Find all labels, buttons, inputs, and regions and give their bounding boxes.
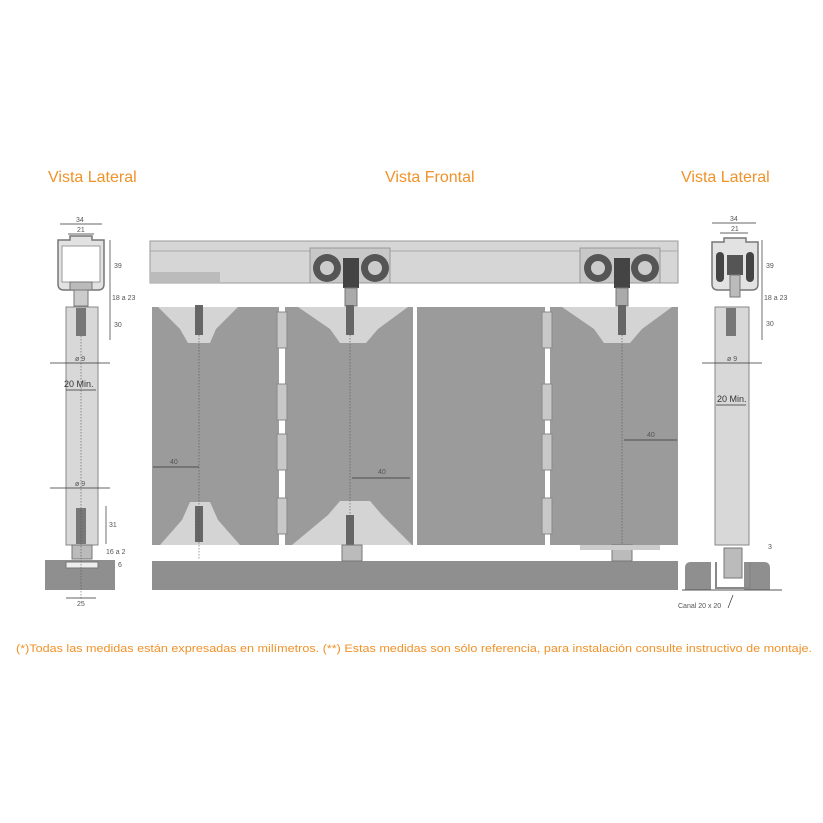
title-left-lateral: Vista Lateral — [48, 169, 137, 186]
svg-text:39: 39 — [114, 263, 122, 270]
door-panel-3 — [417, 307, 545, 545]
svg-text:25: 25 — [77, 601, 85, 608]
door-panel-4 — [550, 307, 678, 545]
svg-text:30: 30 — [766, 321, 774, 328]
svg-text:39: 39 — [766, 263, 774, 270]
dim-left-40: 40 — [170, 459, 178, 466]
footnote: (*)Todas las medidas están expresadas en… — [16, 643, 812, 655]
floor-guide-bar — [152, 561, 678, 590]
svg-text:Canal 20 x 20: Canal 20 x 20 — [678, 603, 721, 610]
svg-text:18 a 23: 18 a 23 — [112, 295, 135, 302]
svg-text:3: 3 — [768, 544, 772, 551]
title-right-lateral: Vista Lateral — [681, 169, 770, 186]
door-panel-1 — [152, 307, 279, 545]
svg-text:ø 9: ø 9 — [75, 356, 85, 363]
left-panel-section — [65, 306, 99, 546]
svg-text:ø 9: ø 9 — [75, 481, 85, 488]
svg-text:6: 6 — [118, 562, 122, 569]
left-lateral-view: 34 21 39 18 a 23 30 ø 9 20 Min. ø 9 31 1… — [45, 217, 135, 608]
svg-text:34: 34 — [730, 216, 738, 223]
svg-text:21: 21 — [77, 227, 85, 234]
svg-text:21: 21 — [731, 226, 739, 233]
right-panel-section — [714, 306, 750, 546]
right-lateral-view: 34 21 39 18 a 23 30 ø 9 20 Min. 3 Canal … — [678, 216, 787, 610]
title-front: Vista Frontal — [385, 169, 475, 186]
front-view: 40 40 40 — [149, 240, 679, 590]
svg-text:20 Min.: 20 Min. — [64, 379, 94, 389]
svg-text:31: 31 — [109, 522, 117, 529]
svg-text:16 a 2: 16 a 2 — [106, 549, 126, 556]
svg-text:30: 30 — [114, 322, 122, 329]
dim-center-40: 40 — [378, 469, 386, 476]
svg-text:18 a 23: 18 a 23 — [764, 295, 787, 302]
trolley-left — [309, 247, 391, 307]
svg-text:20 Min.: 20 Min. — [717, 394, 747, 404]
svg-text:ø 9: ø 9 — [727, 356, 737, 363]
svg-text:34: 34 — [76, 217, 84, 224]
trolley-right — [579, 247, 661, 307]
dim-right-40: 40 — [647, 432, 655, 439]
hinges — [276, 311, 553, 535]
